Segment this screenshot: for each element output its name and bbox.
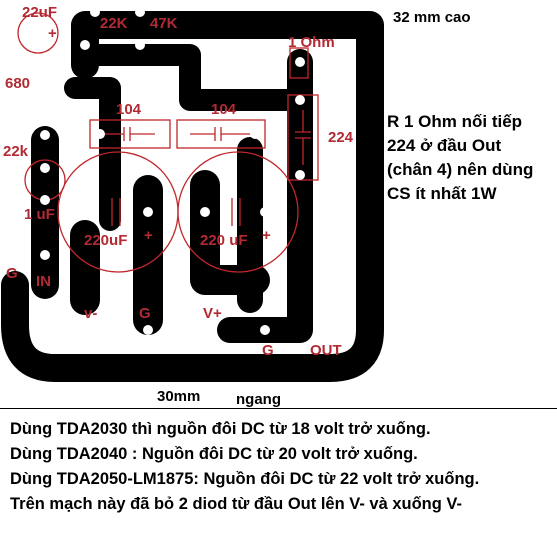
pad bbox=[80, 207, 90, 217]
pad bbox=[90, 7, 100, 17]
height-dimension-label: 32 mm cao bbox=[393, 9, 471, 26]
pad bbox=[80, 40, 90, 50]
footer-line: Dùng TDA2040 : Nguồn đôi DC từ 20 volt t… bbox=[10, 445, 418, 463]
label-pin-g-left: G bbox=[6, 265, 18, 282]
pad bbox=[205, 325, 215, 335]
pad bbox=[40, 195, 50, 205]
label-1uf: 1 uF bbox=[24, 206, 55, 223]
pad bbox=[250, 129, 260, 139]
label-pin-g-mid: G bbox=[139, 305, 151, 322]
cap-224-outline bbox=[287, 94, 319, 181]
footer-line: Trên mạch này đã bỏ 2 diod từ đầu Out lê… bbox=[10, 495, 463, 513]
pad bbox=[40, 250, 50, 260]
label-plus-left: + bbox=[144, 227, 153, 244]
pad bbox=[295, 95, 305, 105]
label-pin-g-right: G bbox=[262, 342, 274, 359]
cap-220uf-left-symbol bbox=[111, 198, 121, 226]
pad bbox=[295, 57, 305, 67]
copper-traces bbox=[1, 11, 384, 382]
footer-line: Dùng TDA2030 thì nguồn đôi DC từ 18 volt… bbox=[10, 420, 431, 438]
label-220uf-left: 220uF bbox=[84, 232, 127, 249]
cap-104-right-symbol bbox=[190, 127, 250, 141]
label-220uf-right: 220 uF bbox=[200, 232, 248, 249]
pad bbox=[40, 163, 50, 173]
pad bbox=[325, 325, 335, 335]
trace-outer-ground bbox=[1, 11, 384, 382]
board-labels: 22uF 22K 47K 1 Ohm 680 104 104 224 22k 1… bbox=[3, 4, 354, 359]
pad bbox=[295, 170, 305, 180]
cap-224-symbol bbox=[295, 110, 311, 165]
resistor-1ohm-outline bbox=[289, 47, 309, 79]
label-104-right: 104 bbox=[211, 101, 237, 118]
trace-top-bus bbox=[74, 44, 311, 111]
side-note: R 1 Ohm nối tiếp 224 ở đầu Out (chân 4) … bbox=[387, 112, 534, 203]
label-pin-vminus: v- bbox=[84, 305, 97, 322]
pad bbox=[95, 129, 105, 139]
footer-line: Dùng TDA2050-LM1875: Nguồn đôi DC từ 22 … bbox=[10, 470, 480, 488]
pad bbox=[13, 7, 23, 17]
label-22k-left: 22k bbox=[3, 143, 29, 160]
label-680: 680 bbox=[5, 75, 30, 92]
pad bbox=[10, 250, 20, 260]
footer-notes: Dùng TDA2030 thì nguồn đôi DC từ 18 volt… bbox=[0, 408, 557, 517]
pad bbox=[143, 325, 153, 335]
width-dimension-value: 30mm bbox=[157, 388, 201, 405]
cap-220uf-right-symbol bbox=[231, 198, 241, 226]
pad bbox=[80, 325, 90, 335]
label-pin-vplus: V+ bbox=[203, 305, 222, 322]
label-224: 224 bbox=[328, 129, 354, 146]
pad bbox=[180, 129, 190, 139]
pad bbox=[155, 129, 165, 139]
pad bbox=[200, 207, 210, 217]
pad bbox=[40, 130, 50, 140]
pads bbox=[10, 7, 335, 335]
silkscreen bbox=[17, 12, 319, 273]
pad bbox=[135, 40, 145, 50]
label-22k-top: 22K bbox=[100, 15, 128, 32]
cap-104-left-symbol bbox=[105, 127, 155, 141]
pad bbox=[143, 207, 153, 217]
pcb-layout: 22uF 22K 47K 1 Ohm 680 104 104 224 22k 1… bbox=[1, 4, 384, 382]
label-pin-in: IN bbox=[36, 273, 51, 290]
label-47k: 47K bbox=[150, 15, 178, 32]
label-22uf: 22uF bbox=[22, 4, 57, 21]
label-plus-right: + bbox=[262, 227, 271, 244]
trace-inner-left bbox=[64, 77, 121, 231]
pad bbox=[135, 7, 145, 17]
pad bbox=[13, 53, 23, 63]
cap-104-right-outline bbox=[176, 119, 266, 149]
cap-22uf-outline bbox=[17, 12, 59, 54]
label-pin-out: OUT bbox=[310, 342, 342, 359]
trace-ground-lower bbox=[217, 49, 313, 343]
cap-104-left-outline bbox=[89, 119, 171, 149]
pad bbox=[55, 7, 65, 17]
width-dimension-word: ngang bbox=[236, 391, 281, 408]
label-plus-22uf: + bbox=[48, 25, 57, 42]
pad bbox=[260, 207, 270, 217]
label-104-left: 104 bbox=[116, 101, 142, 118]
cap-220uf-right-outline bbox=[177, 151, 299, 273]
label-1ohm: 1 Ohm bbox=[288, 34, 335, 51]
pad bbox=[260, 325, 270, 335]
